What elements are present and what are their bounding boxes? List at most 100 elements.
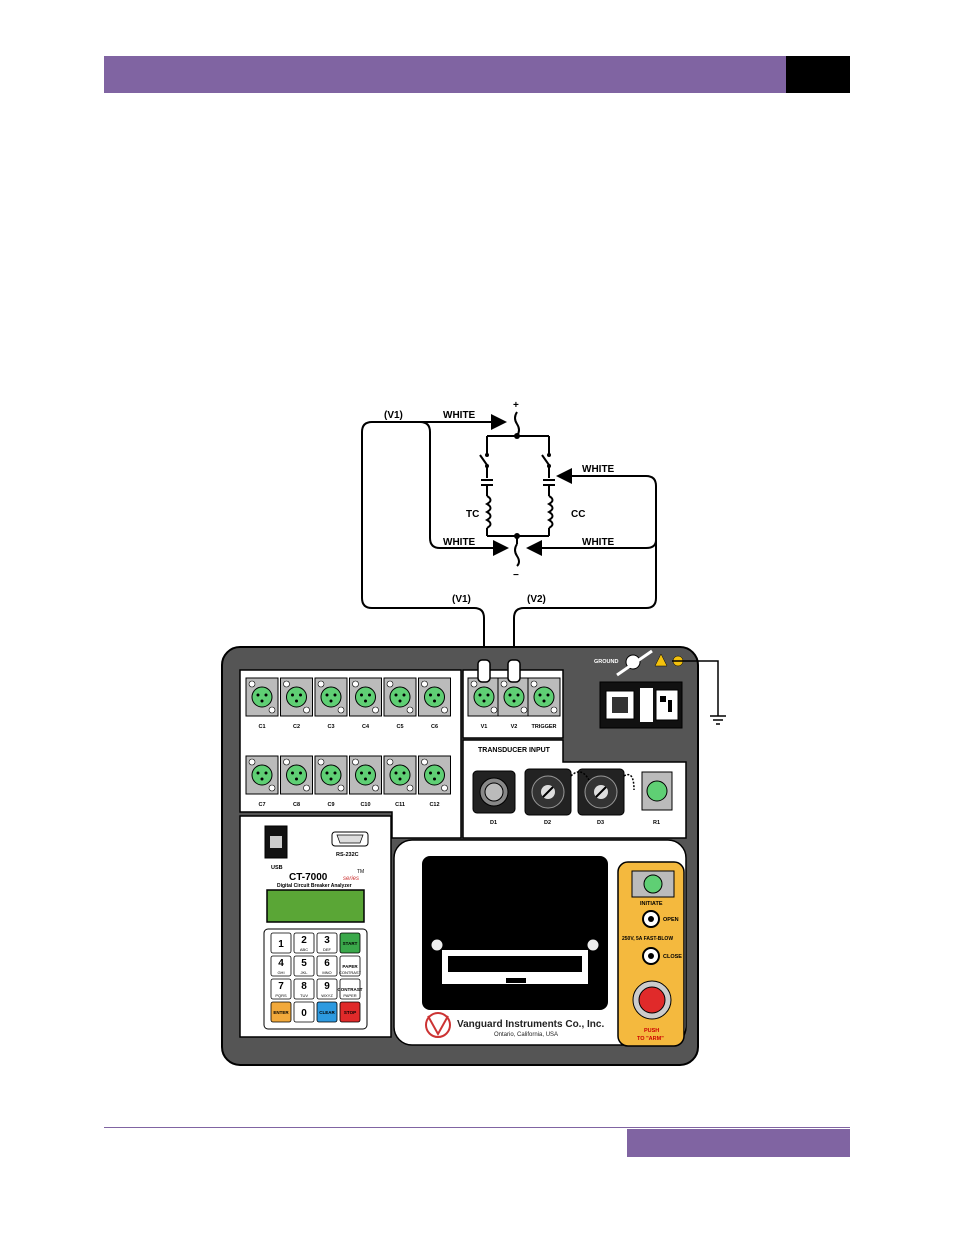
key-2-sublabel: ABC bbox=[300, 947, 308, 952]
contact-input-c1[interactable] bbox=[245, 677, 279, 717]
contact-input-c8-label: C8 bbox=[293, 802, 300, 808]
contact-input-c6[interactable] bbox=[418, 677, 451, 717]
initiate-label: INITIATE bbox=[640, 901, 663, 907]
arm-label-line2: TO "ARM" bbox=[637, 1036, 664, 1042]
contact-input-c5[interactable] bbox=[383, 677, 417, 717]
key-1[interactable]: 1 bbox=[270, 932, 292, 954]
voltage-input-v1[interactable] bbox=[467, 677, 501, 717]
voltage-input-trigger[interactable] bbox=[527, 677, 561, 717]
contact-input-c6-label: C6 bbox=[431, 724, 438, 730]
key-4-label: 4 bbox=[278, 958, 284, 969]
contact-input-c11[interactable] bbox=[383, 755, 417, 795]
negative-terminal-label: − bbox=[513, 570, 519, 581]
ground-terminal[interactable] bbox=[616, 649, 653, 677]
key-0[interactable]: 0 bbox=[293, 1001, 315, 1023]
top-wire-color-label: WHITE bbox=[443, 410, 476, 421]
transducer-d2-label: D2 bbox=[544, 820, 551, 826]
contact-input-c4-label: C4 bbox=[362, 724, 370, 730]
key-3-sublabel: DEF bbox=[323, 947, 332, 952]
key-9-sublabel: WXYZ bbox=[321, 993, 333, 998]
v1-positive-lead bbox=[361, 414, 507, 660]
key-clear[interactable]: CLEAR bbox=[316, 1001, 338, 1023]
negative-supply-symbol bbox=[514, 543, 520, 567]
screw-right-icon bbox=[586, 938, 600, 952]
voltage-input-v2[interactable] bbox=[497, 677, 531, 717]
contact-input-c12[interactable] bbox=[418, 755, 451, 795]
contact-input-c9[interactable] bbox=[314, 755, 348, 795]
contact-input-c2[interactable] bbox=[280, 677, 313, 717]
contact-input-c10[interactable] bbox=[349, 755, 382, 795]
breaker-control-circuit bbox=[361, 411, 657, 660]
model-series: series bbox=[343, 876, 359, 882]
key-5-label: 5 bbox=[301, 958, 307, 969]
key-7-label: 7 bbox=[278, 981, 284, 992]
voltage-input-v1-label: V1 bbox=[481, 724, 488, 730]
contact-input-c10-label: C10 bbox=[360, 802, 370, 808]
usb-port[interactable] bbox=[264, 825, 288, 859]
contact-input-c11-label: C11 bbox=[395, 802, 405, 808]
warning-icon bbox=[654, 653, 668, 667]
transducer-d3[interactable] bbox=[577, 768, 625, 816]
transducer-title: TRANSDUCER INPUT bbox=[478, 747, 551, 754]
voltage-input-trigger-label: TRIGGER bbox=[531, 724, 556, 730]
fuse-label: 250V, 5A FAST-BLOW bbox=[622, 936, 673, 942]
transducer-d1[interactable] bbox=[472, 770, 516, 814]
key-stop[interactable]: STOP bbox=[339, 1001, 361, 1023]
key-7-sublabel: PQRS bbox=[275, 993, 287, 998]
model-description: Digital Circuit Breaker Analyzer bbox=[277, 883, 352, 889]
key-paper-label: PAPER bbox=[342, 964, 358, 969]
key-enter[interactable]: ENTER bbox=[270, 1001, 292, 1023]
close-coil-label: CC bbox=[571, 509, 585, 520]
initiate-connector[interactable] bbox=[631, 870, 675, 898]
bottom-right-wire-color-label: WHITE bbox=[582, 537, 615, 548]
screw-left-icon bbox=[430, 938, 444, 952]
key-6-sublabel: MNO bbox=[322, 970, 331, 975]
rs232-port[interactable] bbox=[331, 831, 369, 847]
v2-negative-lead bbox=[526, 539, 657, 556]
power-inlet[interactable] bbox=[599, 681, 683, 729]
key-stop-label: STOP bbox=[344, 1010, 356, 1015]
trip-coil-symbol bbox=[484, 495, 492, 529]
key-2-label: 2 bbox=[301, 935, 307, 946]
footer-rule bbox=[104, 1127, 850, 1128]
key-contrast-label: CONTRAST bbox=[338, 987, 363, 992]
key-paper-sublabel: CONTRAST bbox=[339, 970, 362, 975]
contact-input-c8[interactable] bbox=[280, 755, 313, 795]
lead-v1-label: (V1) bbox=[452, 594, 471, 605]
key-clear-label: CLEAR bbox=[319, 1010, 335, 1015]
company-location: Ontario, California, USA bbox=[494, 1032, 558, 1038]
close-terminal[interactable] bbox=[642, 947, 660, 965]
contact-input-c4[interactable] bbox=[349, 677, 382, 717]
key-enter-label: ENTER bbox=[273, 1010, 289, 1015]
key-start-label: START bbox=[343, 941, 358, 946]
contact-input-c3[interactable] bbox=[314, 677, 348, 717]
key-3-label: 3 bbox=[324, 935, 330, 946]
transducer-d3-label: D3 bbox=[597, 820, 604, 826]
transducer-d1-label: D1 bbox=[490, 820, 497, 826]
transducer-r1[interactable] bbox=[641, 771, 673, 811]
transducer-d2[interactable] bbox=[524, 768, 572, 816]
trip-switch bbox=[479, 454, 488, 466]
key-start[interactable]: START bbox=[339, 932, 361, 954]
close-label: CLOSE bbox=[663, 954, 682, 960]
contact-input-c7[interactable] bbox=[245, 755, 279, 795]
contact-input-c9-label: C9 bbox=[327, 802, 334, 808]
bottom-left-wire-color-label: WHITE bbox=[443, 537, 476, 548]
usb-label: USB bbox=[271, 865, 283, 871]
open-terminal[interactable] bbox=[642, 910, 660, 928]
ground-label: GROUND bbox=[594, 659, 618, 665]
header-bar bbox=[104, 56, 786, 93]
arm-button[interactable] bbox=[632, 980, 672, 1020]
key-9-label: 9 bbox=[324, 981, 330, 992]
